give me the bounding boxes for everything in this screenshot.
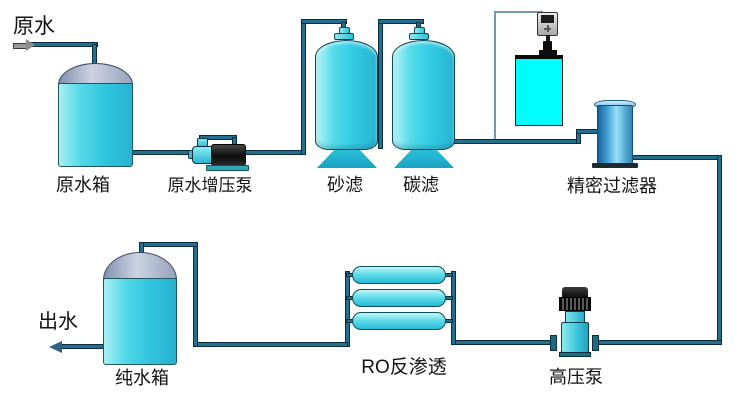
- booster-pump-motor: [211, 144, 246, 166]
- sand-filter-vessel: [315, 40, 378, 150]
- pipe-riser-carbon: [378, 19, 383, 149]
- dosing-pump-dial-icon: [547, 25, 549, 32]
- booster-pump-head: [192, 146, 213, 164]
- dosing-line-horizontal: [494, 11, 543, 13]
- label-precision-filter: 精密过滤器: [567, 176, 657, 196]
- carbon-filter-cap-plate: [409, 33, 429, 40]
- precision-filter-base: [592, 163, 638, 168]
- sand-filter-cap-plate: [334, 33, 354, 40]
- label-pure-water-tank: 纯水箱: [115, 368, 169, 388]
- ro-membrane-housing: [352, 312, 446, 330]
- dosing-line-vertical: [494, 11, 496, 141]
- pipe-top-sand-h: [301, 19, 347, 24]
- pipe-carbon-to-filter-h: [445, 139, 581, 144]
- dosing-injector-foot: [539, 50, 557, 56]
- pipe-to-hp-pump-h: [595, 340, 722, 345]
- dosing-tank: [515, 55, 563, 126]
- pipe-riser-sand: [301, 19, 306, 155]
- label-raw-water-tank: 原水箱: [56, 175, 110, 195]
- pipe-ro-right-riser: [451, 271, 456, 345]
- pipe-pump-to-ro-h: [455, 340, 555, 345]
- pure-water-tank-dome: [103, 252, 177, 280]
- label-raw-water-in: 原水: [13, 15, 55, 38]
- dosing-injector-fitting: [543, 41, 552, 55]
- label-water-out: 出水: [38, 311, 78, 333]
- hp-pump-flange-right: [592, 335, 599, 351]
- pipe-filter-out-h: [630, 155, 722, 160]
- label-sand-filter: 砂滤: [327, 175, 363, 195]
- pipe-top-carbon-h: [378, 19, 424, 24]
- hp-pump-motor-ribs: [559, 297, 591, 311]
- pipe-right-down-v: [717, 155, 722, 345]
- ro-membrane-housing: [352, 289, 446, 307]
- label-booster-pump: 原水增压泵: [167, 176, 253, 195]
- pipe-ro-to-tank-h: [196, 342, 348, 347]
- carbon-filter-vessel: [392, 40, 455, 150]
- raw-water-tank: [58, 83, 133, 167]
- hp-pump-flange-left: [550, 335, 557, 351]
- flow-in-arrow-head-icon: [26, 39, 35, 51]
- hp-pump-base: [559, 352, 591, 357]
- booster-pump-base: [206, 165, 249, 171]
- pipe-puretank-riser-v: [193, 242, 198, 347]
- dosing-injector-stem: [546, 35, 550, 45]
- pipe-ro-left-riser: [345, 271, 350, 347]
- precision-filter-body: [597, 105, 633, 165]
- label-hp-pump: 高压泵: [549, 367, 603, 387]
- raw-water-tank-dome: [58, 63, 133, 85]
- carbon-filter-skirt: [394, 149, 454, 168]
- sand-filter-skirt: [317, 149, 377, 168]
- hp-pump-body: [561, 322, 589, 353]
- label-carbon-filter: 碳滤: [403, 175, 439, 195]
- dosing-pump-screen: [541, 15, 554, 23]
- flow-out-arrow-icon: [49, 341, 62, 353]
- pipe-raw-inlet-h: [26, 42, 98, 47]
- label-ro-unit: RO反渗透: [361, 357, 447, 378]
- ro-membrane-housing: [352, 266, 446, 284]
- hp-pump-motor-cap: [562, 287, 588, 298]
- pipe-outlet-h: [60, 344, 105, 349]
- pure-water-tank: [103, 278, 177, 365]
- pipe-puretank-top-h: [139, 242, 198, 247]
